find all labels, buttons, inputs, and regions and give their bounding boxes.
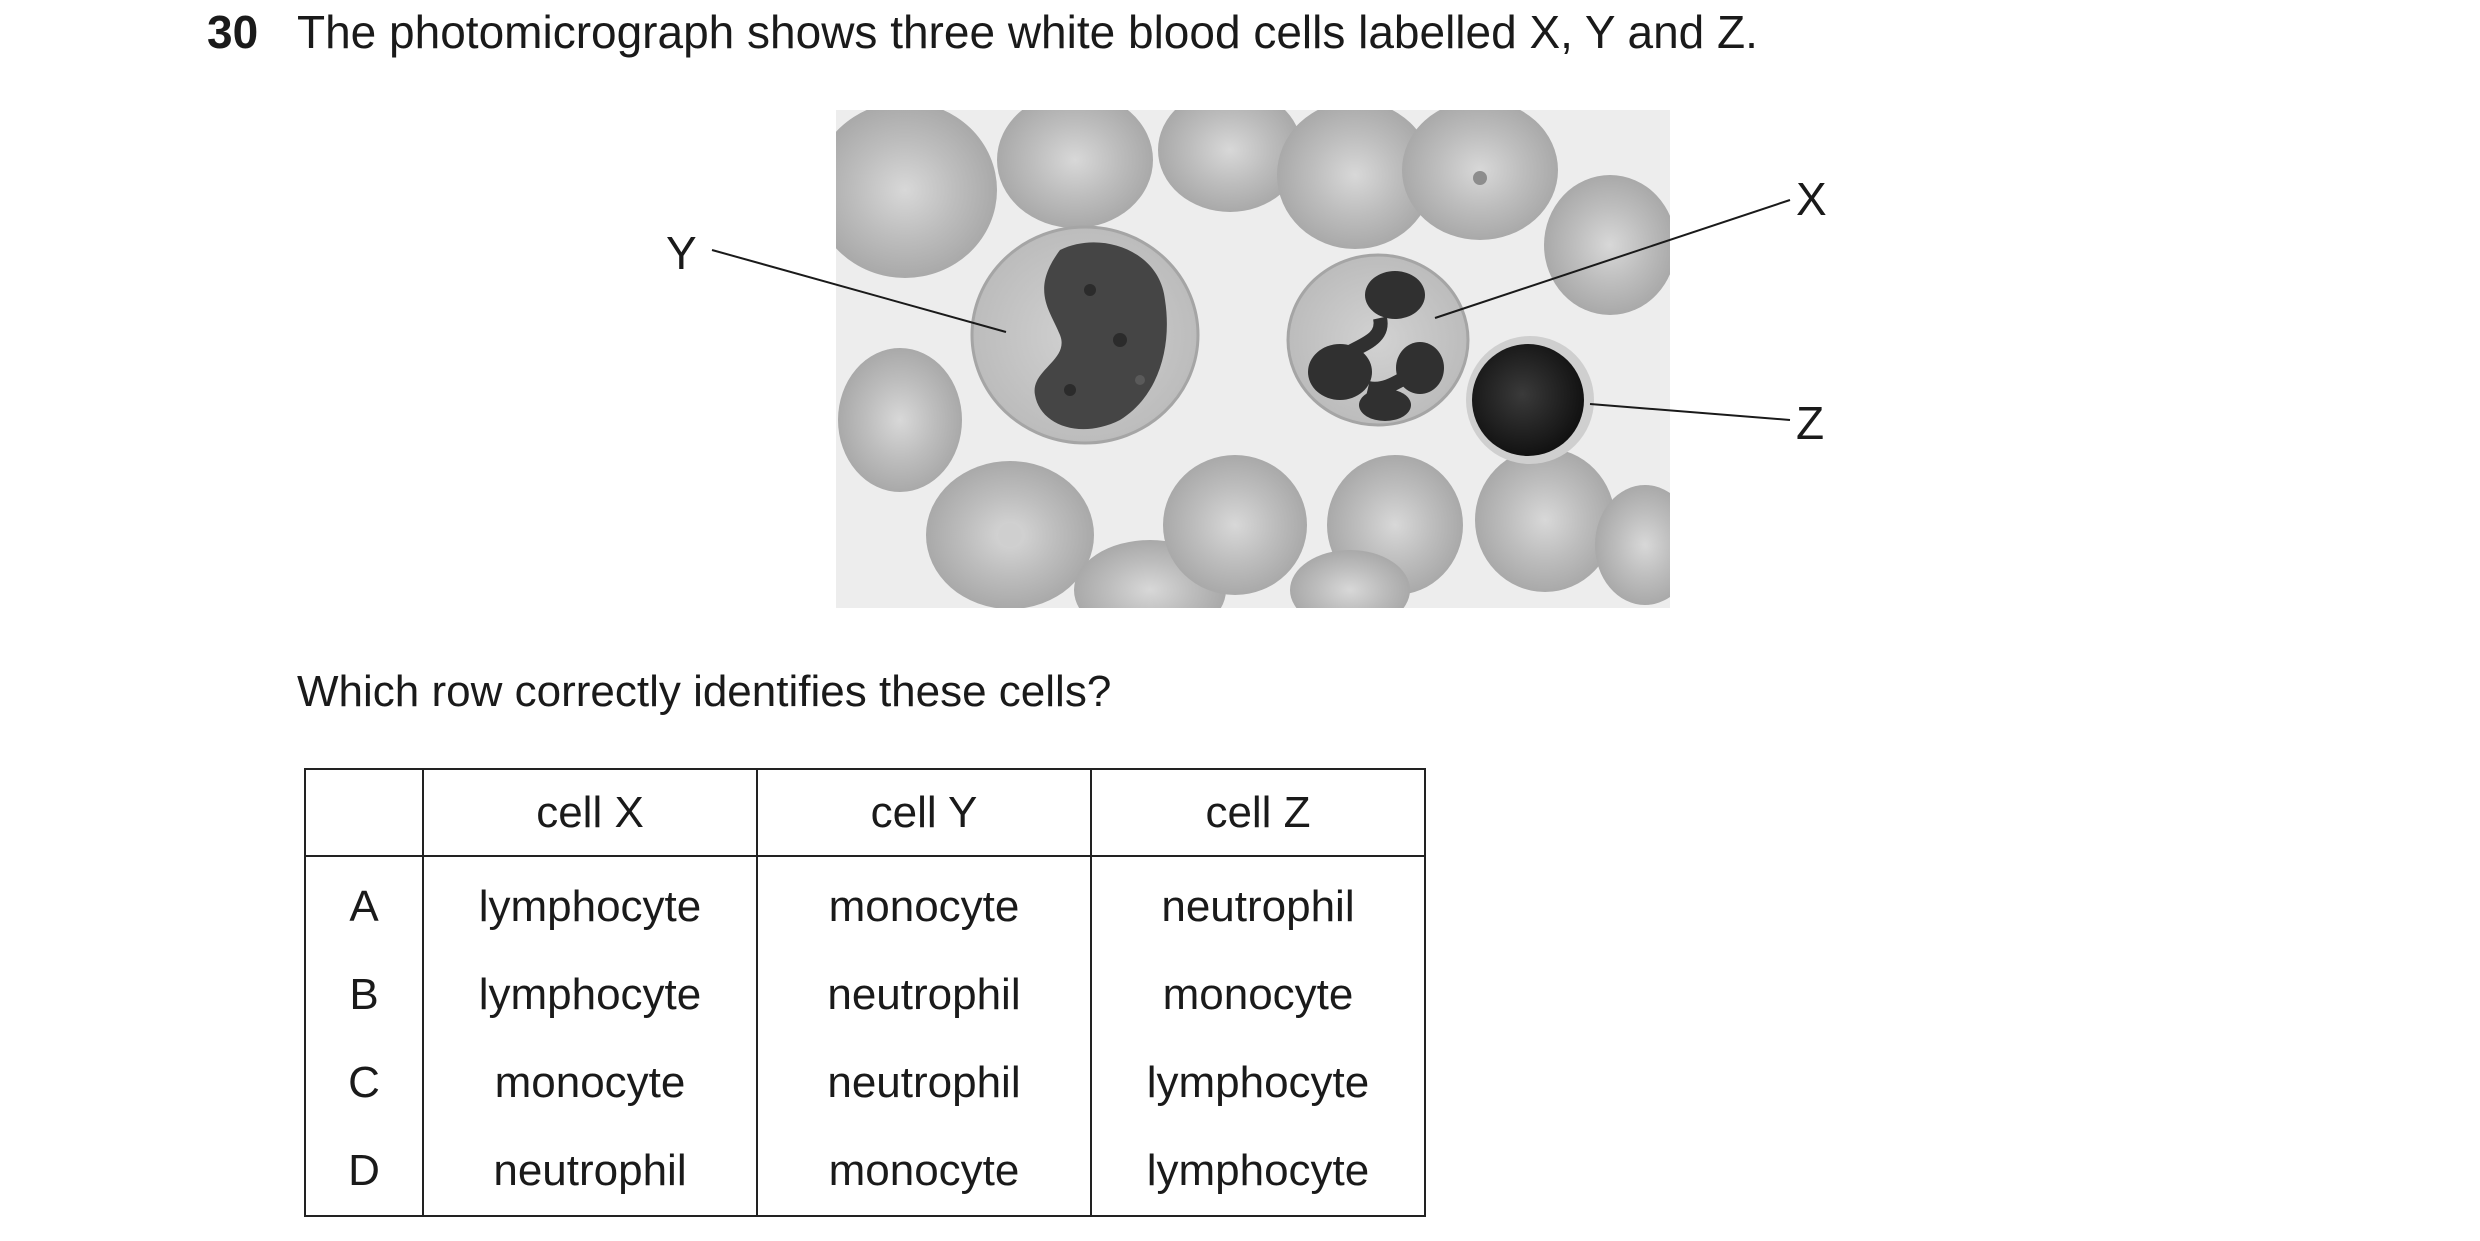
table-cell: lymphocyte [422, 951, 758, 1039]
table-cell: neutrophil [1090, 856, 1426, 951]
label-line-y [711, 249, 1007, 333]
table-header-cell: cell Z [1090, 768, 1426, 857]
label-line-z [1589, 403, 1791, 421]
table-cell: lymphocyte [422, 856, 758, 951]
question-number: 30 [207, 6, 259, 58]
label-y: Y [666, 227, 697, 279]
table-cell: monocyte [1090, 951, 1426, 1039]
table-row[interactable]: C monocyte neutrophil lymphocyte [304, 1039, 1426, 1127]
row-letter: B [304, 951, 424, 1039]
row-letter: C [304, 1039, 424, 1127]
table-cell: lymphocyte [1090, 1039, 1426, 1127]
question-text: The photomicrograph shows three white bl… [297, 6, 1758, 58]
label-line-x [1434, 199, 1791, 319]
table-cell: neutrophil [422, 1127, 758, 1217]
table-cell: monocyte [756, 1127, 1092, 1217]
table-row[interactable]: D neutrophil monocyte lymphocyte [304, 1127, 1426, 1217]
question-prompt: Which row correctly identifies these cel… [297, 667, 1112, 716]
neutrophil-cell [1286, 253, 1470, 427]
table-cell: neutrophil [756, 1039, 1092, 1127]
row-letter: A [304, 856, 424, 951]
table-cell: monocyte [422, 1039, 758, 1127]
photomicrograph-figure: Y X Z [666, 110, 1827, 608]
question-header: 30 The photomicrograph shows three white … [207, 2, 1758, 62]
table-header-cell [304, 768, 424, 857]
table-row[interactable]: B lymphocyte neutrophil monocyte [304, 951, 1426, 1039]
label-z: Z [1796, 397, 1825, 449]
monocyte-cell [970, 225, 1200, 445]
table-cell: neutrophil [756, 951, 1092, 1039]
slide-image [836, 110, 1670, 608]
label-x: X [1796, 173, 1827, 225]
table-row[interactable]: A lymphocyte monocyte neutrophil [304, 856, 1426, 951]
table-header-row: cell X cell Y cell Z [304, 768, 1426, 857]
table-cell: monocyte [756, 856, 1092, 951]
photomicrograph-svg [711, 110, 1791, 608]
lymphocyte-cell [1466, 336, 1594, 464]
table-cell: lymphocyte [1090, 1127, 1426, 1217]
row-letter: D [304, 1127, 424, 1217]
red-blood-cells [836, 110, 1670, 608]
table-header-cell: cell Y [756, 768, 1092, 857]
table-header-cell: cell X [422, 768, 758, 857]
answer-table: cell X cell Y cell Z A lymphocyte monocy… [304, 768, 1426, 1217]
